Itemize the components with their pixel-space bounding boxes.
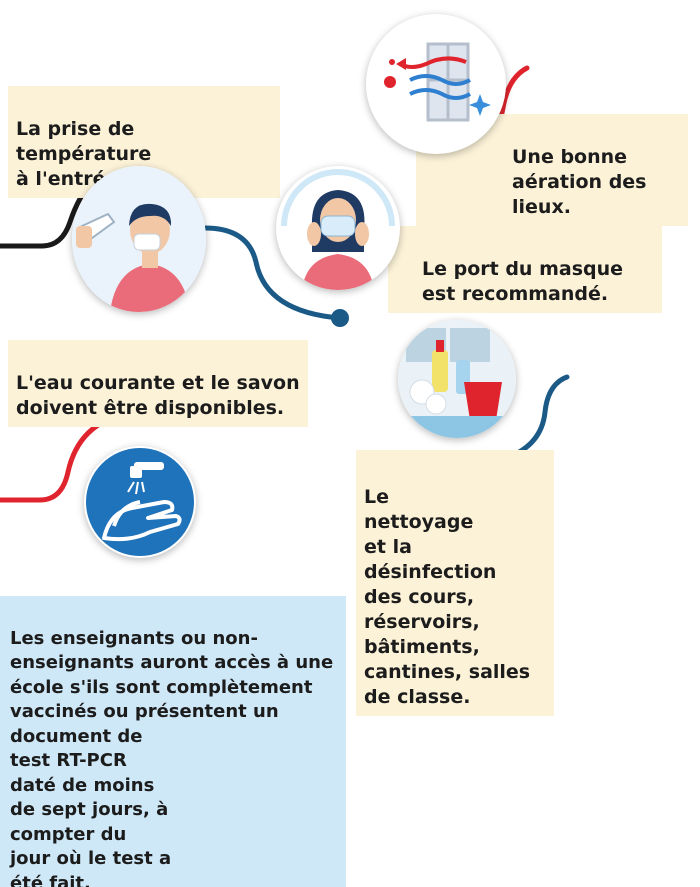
thermometer-person-icon [72, 166, 206, 312]
step-cleaning-text: Le nettoyage et la désinfection des cour… [364, 486, 531, 708]
step-mask-box: Le port du masque est recommandé. [388, 226, 662, 313]
info-teachers-text: Les enseignants ou non- enseignants auro… [10, 627, 334, 887]
cleaning-supplies-icon [398, 320, 516, 438]
face-mask-icon [276, 166, 400, 290]
connector-dot-mask [331, 309, 349, 327]
step-aeration-text: Une bonne aération des lieux. [512, 146, 647, 218]
connector-mask [202, 225, 343, 321]
step-cleaning-box: Le nettoyage et la désinfection des cour… [356, 450, 554, 716]
step-mask-text: Le port du masque est recommandé. [422, 258, 624, 305]
hand-washing-icon [84, 446, 196, 558]
info-teachers-box: Les enseignants ou non- enseignants auro… [0, 596, 346, 887]
step-water-text: L'eau courante et le savon doivent être … [16, 372, 300, 419]
step-water-box: L'eau courante et le savon doivent être … [8, 340, 308, 427]
window-airflow-icon [366, 14, 506, 154]
